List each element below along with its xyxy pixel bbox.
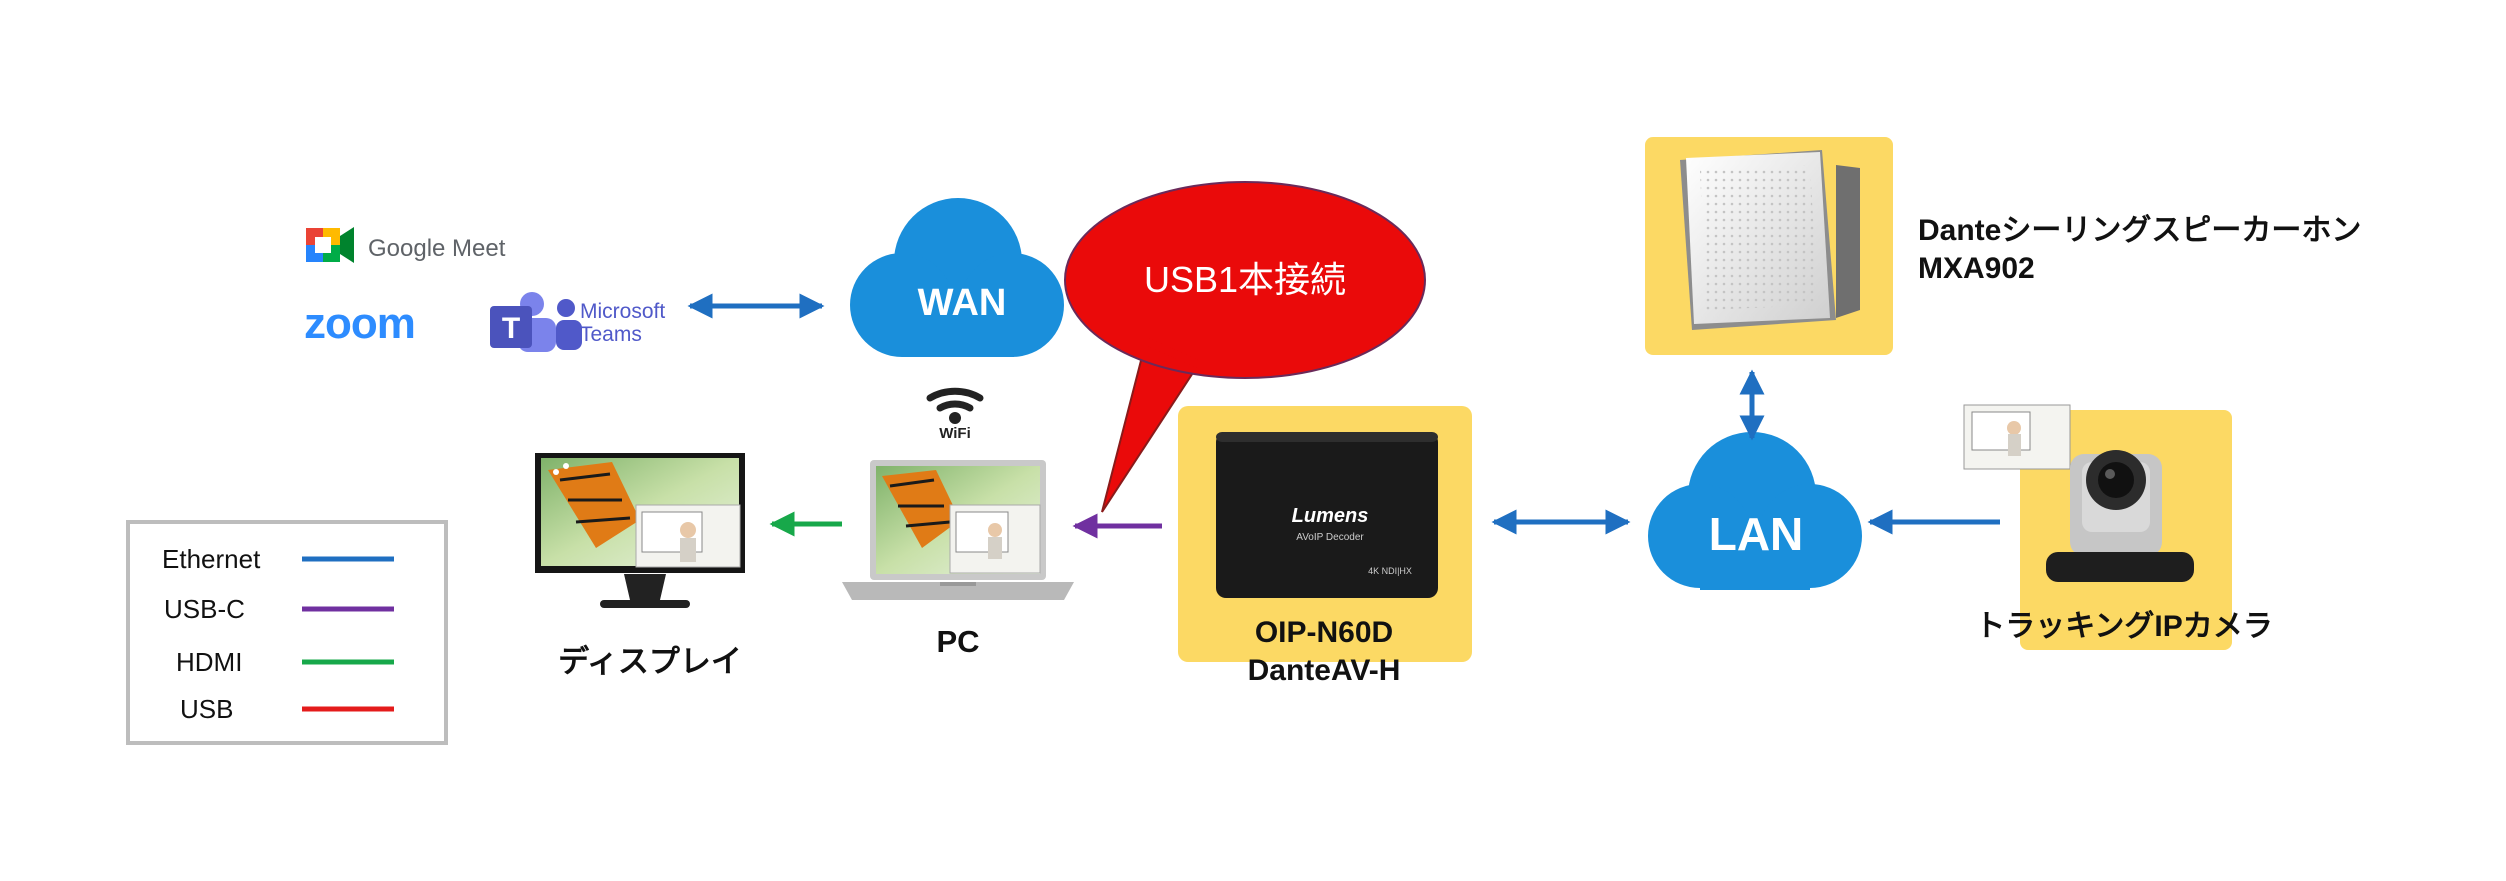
camera-preview-thumbnail (1963, 404, 2071, 470)
legend-item-usb: USB (180, 694, 394, 724)
conferencing-apps: Google Meet zoom T Microsoft Teams (304, 227, 665, 352)
teams-text-line1: Microsoft (580, 300, 665, 323)
google-meet-icon (306, 227, 354, 263)
decoder-badge: 4K NDI|HX (1368, 566, 1412, 576)
camera-label: トラッキングIPカメラ (1975, 610, 2272, 643)
callout-text: USB1本接続 (1144, 259, 1346, 300)
svg-text:T: T (502, 312, 520, 345)
tracking-camera (1963, 404, 2232, 650)
speaker-label-line1: Danteシーリングスピーカーホン (1918, 214, 2361, 247)
wan-label: WAN (918, 282, 1007, 324)
decoder-label-line1: OIP-N60D (1255, 616, 1393, 649)
microsoft-teams-logo: T Microsoft Teams (490, 292, 665, 352)
google-meet-text: Google Meet (368, 235, 506, 262)
laptop-pc (842, 460, 1074, 600)
legend-item-ethernet: Ethernet (162, 544, 394, 574)
wan-cloud: WAN (850, 198, 1064, 357)
decoder-label-line2: DanteAV-H (1248, 654, 1401, 687)
wifi-icon: WiFi (926, 387, 984, 442)
wifi-label: WiFi (939, 425, 971, 442)
teams-text-line2: Teams (580, 323, 642, 346)
legend-label: USB-C (164, 594, 245, 624)
pc-label: PC (936, 624, 979, 659)
lan-cloud: LAN (1648, 432, 1862, 590)
legend: Ethernet USB-C HDMI USB (126, 520, 448, 745)
decoder-brand: Lumens (1292, 505, 1369, 527)
legend-label: Ethernet (162, 544, 261, 574)
legend-label: HDMI (176, 647, 242, 677)
lan-label: LAN (1709, 508, 1804, 560)
speaker-label-line2: MXA902 (1918, 252, 2035, 285)
butterfly-image (548, 462, 640, 548)
google-meet-logo: Google Meet (306, 227, 506, 263)
usb-callout: USB1本接続 (1064, 181, 1426, 513)
legend-item-usb-c: USB-C (164, 594, 394, 624)
display-label: ディスプレイ (558, 644, 742, 679)
decoder-device: Lumens AVoIP Decoder 4K NDI|HX (1178, 406, 1472, 662)
decoder-subtitle: AVoIP Decoder (1296, 532, 1364, 543)
display-monitor (535, 453, 745, 608)
ceiling-speaker (1645, 137, 1893, 355)
zoom-logo: zoom (304, 299, 415, 348)
legend-item-hdmi: HDMI (176, 647, 394, 677)
legend-label: USB (180, 694, 233, 724)
teams-icon: T (490, 292, 582, 352)
